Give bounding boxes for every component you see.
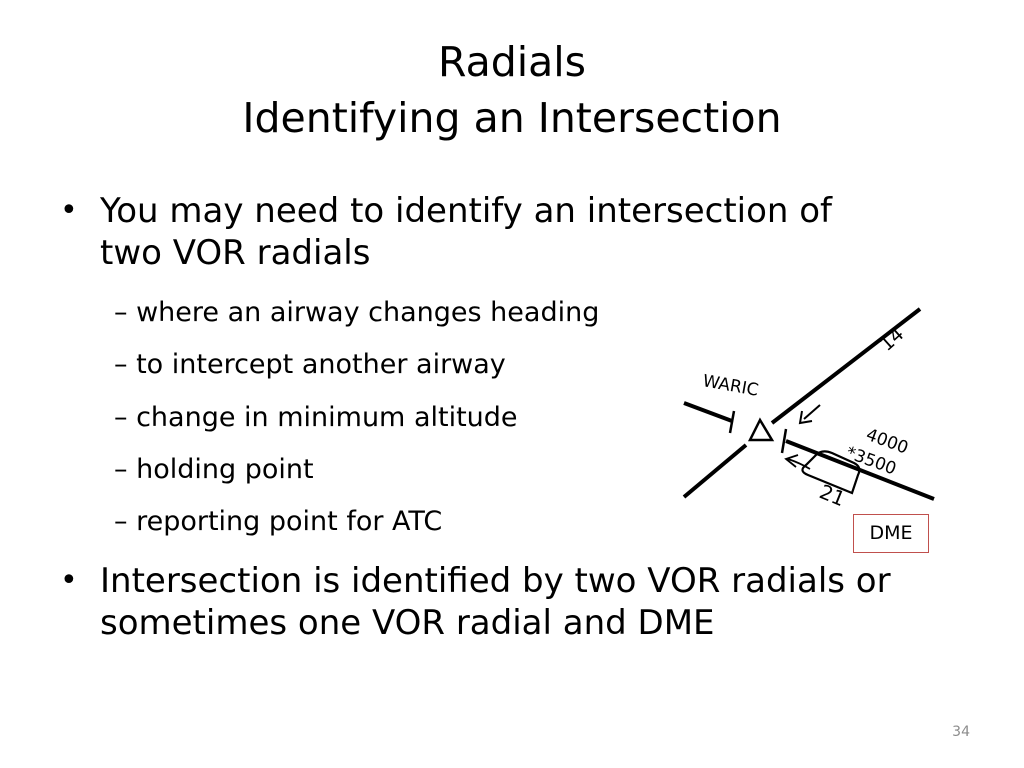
arrow-upper-shaft xyxy=(803,404,821,420)
bullet-1-text: You may need to identify an intersection… xyxy=(100,190,832,274)
bullet-2-line-1: Intersection is identified by two VOR ra… xyxy=(100,561,891,601)
tick-mark-left xyxy=(728,410,736,434)
bullet-1-line-1: You may need to identify an intersection… xyxy=(100,191,833,231)
bullet-1-line-2: two VOR radials xyxy=(100,233,371,273)
distance-arrow-head-icon xyxy=(784,454,799,468)
sub-bullet-1: – where an airway changes heading xyxy=(114,297,600,328)
bullet-marker: • xyxy=(60,563,78,598)
airway-number-label: 14 xyxy=(876,323,909,356)
distance-arrow-shaft xyxy=(787,458,811,470)
airway-14-upper-line xyxy=(770,307,922,425)
airway-14-lower-line xyxy=(682,443,748,499)
bullet-2-text: Intersection is identified by two VOR ra… xyxy=(100,560,891,644)
title-line-1: Radials xyxy=(437,38,586,86)
sub-bullet-2: – to intercept another airway xyxy=(114,349,506,380)
intersection-triangle-icon xyxy=(747,417,775,442)
title-line-2: Identifying an Intersection xyxy=(242,94,782,142)
sub-bullet-3: – change in minimum altitude xyxy=(114,402,518,433)
slide-number: 34 xyxy=(952,724,970,740)
arrow-upper-head-icon xyxy=(798,410,813,425)
distance-label: 21 xyxy=(816,479,849,511)
dme-callout-box: DME xyxy=(853,514,929,553)
distance-flag-outline xyxy=(801,450,861,495)
sub-bullet-4: – holding point xyxy=(114,454,314,485)
sub-bullet-5: – reporting point for ATC xyxy=(114,506,443,537)
intersection-chart-diagram: WARIC 14 4000 *3500 21 xyxy=(682,307,935,511)
slide-title: Radials Identifying an Intersection xyxy=(0,34,1024,146)
intersection-name-label: WARIC xyxy=(701,371,760,400)
bullet-marker: • xyxy=(60,193,78,228)
bullet-2-line-2: sometimes one VOR radial and DME xyxy=(100,603,715,643)
tick-mark-right xyxy=(780,428,788,454)
airway-2-left-line xyxy=(683,401,733,423)
